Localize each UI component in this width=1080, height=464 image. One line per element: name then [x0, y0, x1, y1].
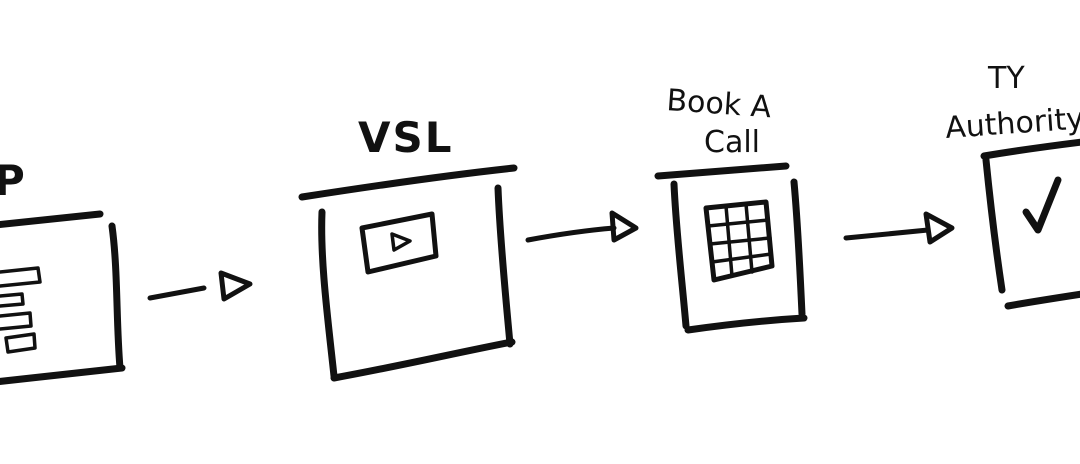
vsl-page-bottom-edge [330, 338, 516, 382]
book-call-page-top-bar [654, 162, 790, 180]
checkmark-icon [1022, 176, 1062, 234]
optin-page-right-edge [108, 222, 124, 372]
step-book-call-label-line2: Call [704, 125, 760, 160]
step-book-call-page: Book A Call [654, 83, 808, 334]
step-optin-page: P [0, 156, 126, 385]
thank-you-page-bottom-edge [1004, 290, 1080, 310]
thank-you-page-top-bar [980, 138, 1080, 160]
step-optin-label: P [0, 156, 27, 205]
thank-you-page-left-edge [982, 156, 1006, 294]
book-call-page-bottom-edge [684, 314, 808, 334]
calendar-grid-icon [703, 199, 775, 283]
optin-page-top-bar [0, 210, 104, 228]
optin-form-fields-icon [0, 266, 42, 354]
step-thank-you-page: TY Authority P [944, 61, 1080, 310]
book-call-page-right-edge [790, 178, 806, 318]
step-thank-you-label-line2: Authority P [944, 99, 1080, 146]
arrow-vsl-to-book-call [525, 210, 639, 243]
optin-page-bottom-edge [0, 364, 126, 385]
video-player-icon [359, 211, 439, 275]
step-book-call-label-line1: Book A [665, 83, 772, 125]
arrow-optin-to-vsl [147, 270, 253, 302]
vsl-page-left-edge [318, 208, 338, 380]
step-vsl-label: VSL [358, 113, 454, 162]
vsl-page-top-bar [298, 164, 518, 201]
arrow-book-call-to-thank-you [843, 211, 955, 245]
vsl-page-right-edge [494, 184, 514, 348]
step-thank-you-label-line1: TY [987, 61, 1025, 96]
book-call-page-left-edge [670, 180, 690, 330]
step-vsl-page: VSL [298, 113, 518, 382]
